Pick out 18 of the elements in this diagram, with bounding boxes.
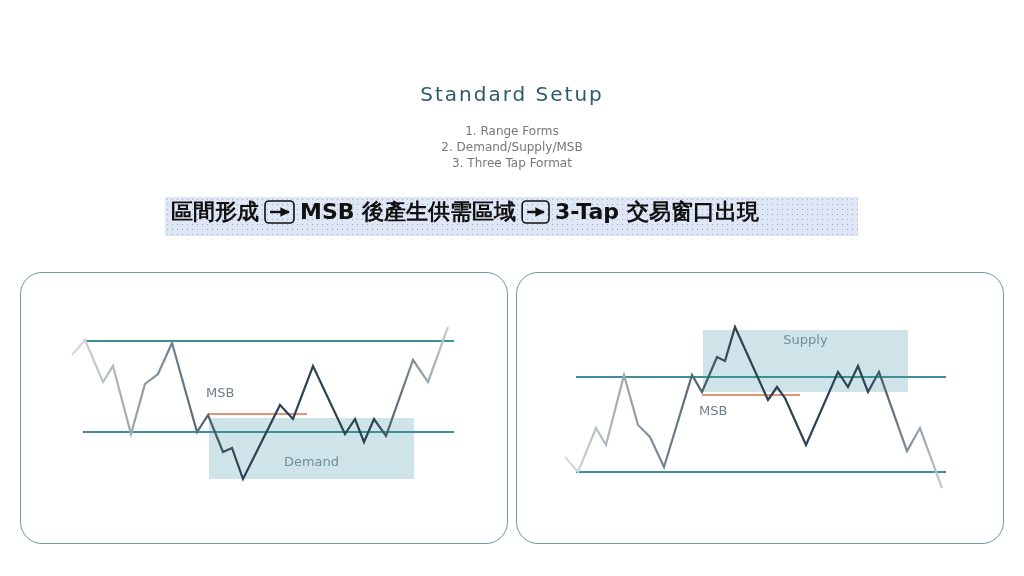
zone-box	[209, 418, 414, 479]
step-text: 區間形成	[171, 197, 259, 227]
chart-panel	[20, 272, 508, 544]
list-item: 3. Three Tap Format	[451, 156, 573, 170]
msb-label: MSB	[206, 385, 235, 400]
banner-background	[165, 197, 858, 236]
title: Standard Setup	[419, 82, 605, 106]
arrow	[527, 207, 545, 217]
list-item: 1. Range Forms	[464, 124, 560, 138]
arrow	[270, 207, 290, 217]
msb-label: MSB	[699, 403, 728, 418]
list-item: 2. Demand/Supply/MSB	[440, 140, 584, 154]
chart-panel	[516, 272, 1004, 544]
zone-label: Supply	[782, 332, 829, 347]
zone-box	[703, 330, 908, 392]
step-text: 3-Tap 交易窗口出現	[555, 197, 759, 227]
zone-label: Demand	[282, 454, 341, 469]
step-text: MSB 後產生供需區域	[300, 197, 517, 227]
